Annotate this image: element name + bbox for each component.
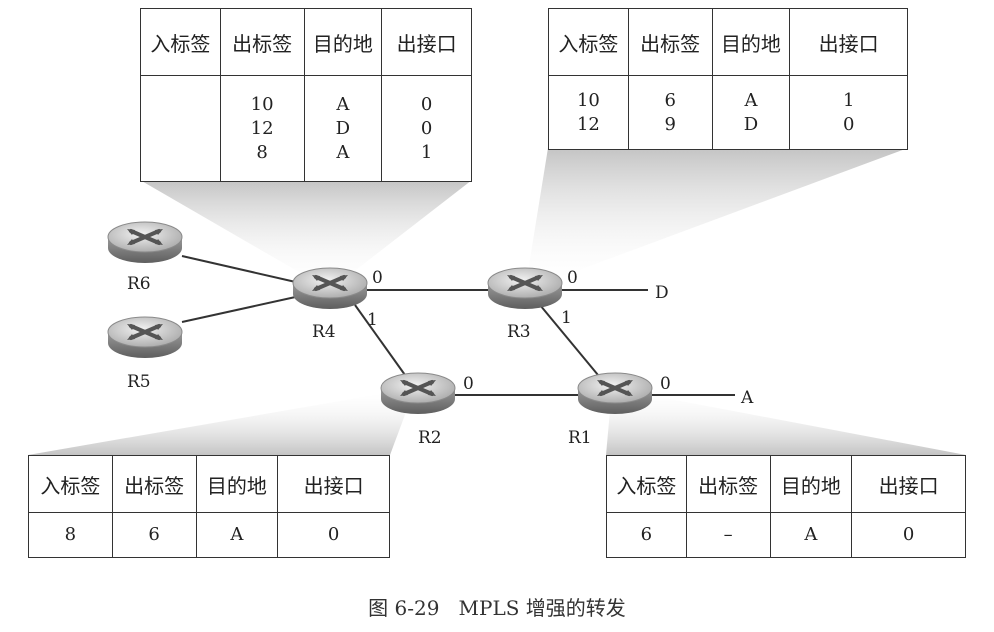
router-r2-icon [379,371,457,416]
header-in-label: 入标签 [548,8,629,76]
fan-r2 [28,388,415,455]
figure-caption: 图 6-29 MPLS 增强的转发 [368,596,626,620]
router-r3-icon [486,266,564,311]
r3-dest-cell: A D [711,75,791,150]
r1-dest-cell: A [769,512,853,558]
r4-out-2: 12 [250,117,274,139]
r3-iface-2: 0 [842,113,855,135]
port-r4-0: 0 [372,268,383,288]
port-r4-1: 1 [367,310,378,330]
header-out-interface: 出接口 [851,455,966,513]
r3-dest-2: D [743,113,759,135]
router-r6-icon [106,220,184,265]
r3-in-cell: 10 12 [548,75,629,150]
forwarding-table-r2: 入标签 出标签 目的地 出接口 8 6 A 0 [28,455,390,558]
r3-out-cell: 6 9 [627,75,713,150]
r3-iface-1: 1 [842,89,855,111]
r3-iface-cell: 1 0 [789,75,908,150]
r4-out-3: 8 [256,141,268,163]
fan-r1 [606,388,966,455]
router-r1-icon [576,371,654,416]
header-out-interface: 出接口 [789,8,908,76]
router-r4-label: R4 [312,322,336,342]
link-r5-r4 [181,295,301,323]
header-out-label: 出标签 [685,455,771,513]
router-r3-label: R3 [507,322,531,342]
forwarding-table-r1: 入标签 出标签 目的地 出接口 6 – A 0 [606,455,966,558]
r2-iface-cell: 0 [277,512,390,558]
port-r1-0: 0 [660,374,671,394]
header-out-label: 出标签 [627,8,713,76]
header-in-label: 入标签 [28,455,113,513]
r3-dest-1: A [744,89,758,111]
r4-dest-1: A [336,93,350,115]
header-destination: 目的地 [769,455,853,513]
r4-dest-3: A [336,141,350,163]
header-destination: 目的地 [303,8,383,76]
router-r5-label: R5 [127,372,151,392]
header-out-label: 出标签 [219,8,305,76]
r4-iface-3: 1 [420,141,433,163]
r3-out-1: 6 [664,89,676,111]
router-r1-label: R1 [568,428,592,448]
forwarding-table-r3: 入标签 出标签 目的地 出接口 10 12 6 9 A D 1 0 [548,8,908,150]
link-r3-r1 [539,304,599,376]
port-r3-1: 1 [561,308,572,328]
router-r2-label: R2 [418,428,442,448]
r4-dest-cell: A D A [303,75,383,182]
header-out-label: 出标签 [111,455,197,513]
link-r6-r4 [181,255,301,284]
r4-out-cell: 10 12 8 [219,75,305,182]
header-out-interface: 出接口 [381,8,472,76]
r3-out-2: 9 [664,113,676,135]
r3-in-1: 10 [576,89,600,111]
router-r6-label: R6 [127,274,151,294]
r2-dest-cell: A [195,512,279,558]
r4-iface-1: 0 [420,93,433,115]
r1-in-cell: 6 [606,512,687,558]
header-out-interface: 出接口 [277,455,390,513]
fan-r3 [525,148,908,290]
r1-out-cell: – [685,512,771,558]
forwarding-table-r4: 入标签 出标签 目的地 出接口 10 12 8 A D A 0 0 1 [140,8,472,182]
port-r3-0: 0 [567,268,578,288]
destination-d: D [655,283,669,303]
router-r4-icon [291,266,369,311]
header-destination: 目的地 [195,455,279,513]
r2-out-cell: 6 [111,512,197,558]
r4-dest-2: D [335,117,351,139]
r4-out-1: 10 [250,93,274,115]
link-r4-r2 [354,304,406,376]
destination-a: A [740,388,754,408]
r4-iface-cell: 0 0 1 [381,75,472,182]
port-r2-0: 0 [463,374,474,394]
router-r5-icon [106,315,184,360]
header-in-label: 入标签 [140,8,221,76]
r2-in-cell: 8 [28,512,113,558]
header-destination: 目的地 [711,8,791,76]
header-in-label: 入标签 [606,455,687,513]
fan-r4 [140,180,472,290]
r3-in-2: 12 [576,113,600,135]
r4-in-cell [140,75,221,182]
r4-iface-2: 0 [420,117,433,139]
r1-iface-cell: 0 [851,512,966,558]
